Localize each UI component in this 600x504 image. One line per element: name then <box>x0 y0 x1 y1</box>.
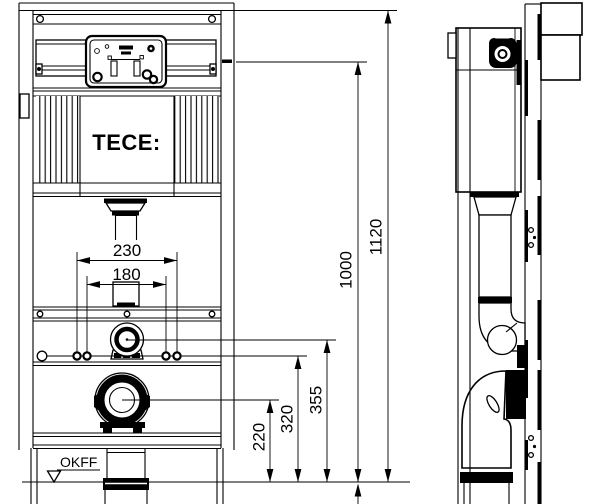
drain-connector-side <box>506 370 526 419</box>
level-triangle-icon <box>46 470 62 484</box>
floor-level: OKFF <box>22 454 410 484</box>
front-view: TECE: <box>18 2 410 504</box>
dim-height-water: 355 <box>307 386 326 414</box>
side-bracket <box>19 93 30 119</box>
wall-rail <box>524 3 542 504</box>
wall-brackets <box>540 2 583 81</box>
frame-upright-side <box>457 28 471 504</box>
drain-pipe-front <box>106 448 146 478</box>
dim-height-cistern-top: 1000 <box>337 251 356 289</box>
drain-elbow-side <box>460 370 526 504</box>
mounting-crossbar <box>33 306 221 322</box>
water-connection-side <box>486 322 526 368</box>
dim-width-inner: 180 <box>112 265 140 284</box>
rail-hole <box>527 241 535 249</box>
dimension-water-height: 355 <box>127 339 336 482</box>
side-view <box>447 2 583 504</box>
drain-pipe-coupling <box>103 478 149 504</box>
lower-crossbar <box>33 432 221 450</box>
dim-height-drain: 220 <box>250 423 269 451</box>
dim-height-frame: 1120 <box>367 219 386 256</box>
drain-socket <box>94 372 150 433</box>
rail-hole <box>527 434 535 442</box>
dimension-drain-height: 220 <box>122 399 279 482</box>
cistern: TECE: <box>33 95 221 198</box>
brand-logo: TECE: <box>92 130 161 155</box>
dimension-width-inner: 180 <box>86 265 167 352</box>
threaded-rod-row <box>33 350 307 367</box>
dimensions: 230 180 220 320 355 <box>76 10 392 504</box>
dimension-frame-height: 1120 <box>367 10 392 482</box>
dim-height-rods: 320 <box>278 405 297 433</box>
rail-hole <box>527 451 535 459</box>
frame-structure <box>18 2 397 450</box>
cistern-corrugation-left <box>36 96 80 183</box>
flush-bend-neck <box>104 198 147 307</box>
dim-width-outer: 230 <box>113 241 141 260</box>
floor-level-label: OKFF <box>60 454 97 470</box>
flush-actuator-unit <box>33 34 221 92</box>
frame-feet <box>30 448 224 504</box>
dimension-width-outer: 230 <box>76 241 178 352</box>
cistern-side <box>447 27 522 197</box>
water-supply-connection <box>109 322 145 360</box>
dimension-cistern-top-height: 1000 <box>222 59 367 504</box>
elbow-lug <box>486 395 500 413</box>
dimension-rod-height: 320 <box>278 356 302 482</box>
cistern-corrugation-right <box>174 96 219 183</box>
rail-hole <box>527 226 535 234</box>
